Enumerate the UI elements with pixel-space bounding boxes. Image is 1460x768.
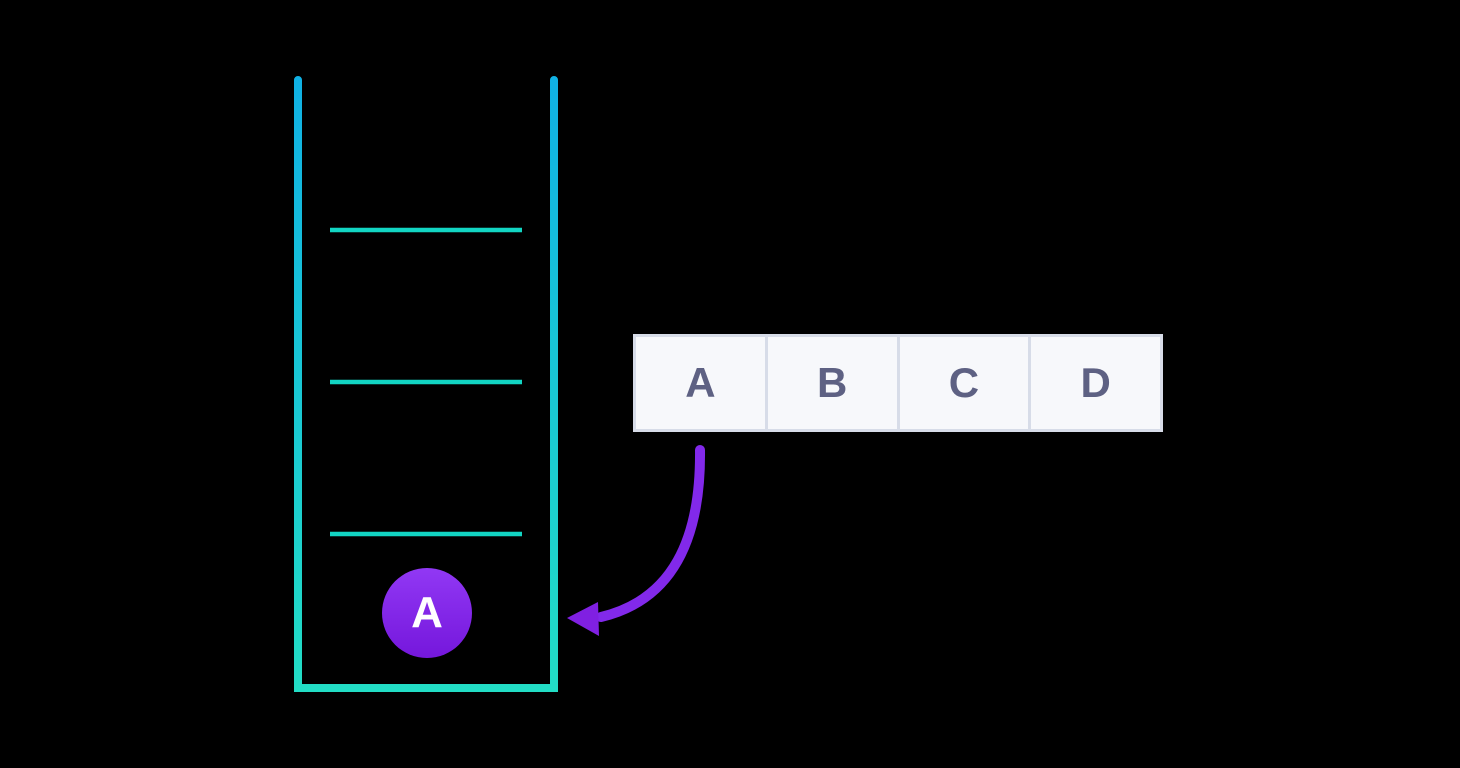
push-arrow-head-icon: [567, 602, 599, 636]
array-cell-label: C: [948, 359, 980, 406]
array-cell-label: B: [816, 359, 848, 406]
stack-element-chip: A: [382, 568, 472, 658]
array-cell-b: B: [767, 337, 897, 429]
array-cell-label: A: [685, 359, 716, 406]
array-cell-a: A: [636, 337, 765, 429]
stack-container-outline: [294, 76, 558, 692]
array-cell-d: D: [1031, 337, 1160, 429]
array-row: A B C D: [633, 334, 1163, 432]
push-arrow-icon: [567, 445, 706, 636]
array-cell-label: D: [1080, 359, 1111, 406]
push-arrow-shaft: [596, 445, 706, 622]
array-cell-c: C: [899, 337, 1029, 429]
stack-element-label: A: [411, 588, 443, 637]
